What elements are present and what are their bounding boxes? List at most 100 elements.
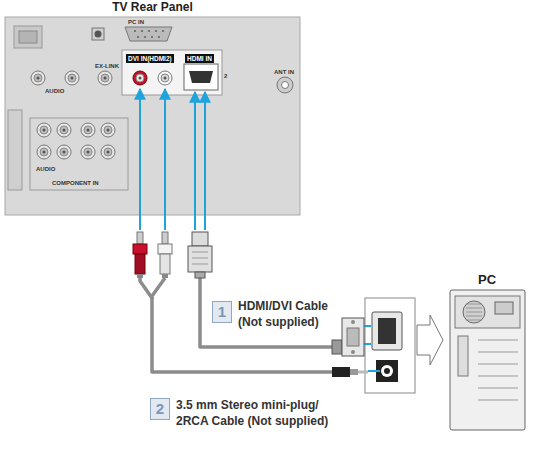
pc-tower <box>455 296 520 328</box>
rca-jack <box>81 145 95 159</box>
pc-tower <box>466 304 482 305</box>
pc-tower <box>466 316 482 317</box>
callout-box: 2 <box>150 398 170 420</box>
pc-in-ports <box>134 30 164 38</box>
pc-tower <box>466 312 482 313</box>
pc-tower <box>450 290 525 430</box>
pc-tower <box>466 304 482 320</box>
pc-tower <box>478 352 518 353</box>
rca-jack <box>81 123 95 137</box>
pc-tower <box>478 400 518 401</box>
hdmi-plug <box>192 232 208 246</box>
tv-panel <box>5 17 300 215</box>
dvi-plug <box>332 318 364 356</box>
pc-in-ports <box>92 27 172 41</box>
rca-plug <box>137 274 143 278</box>
insert-arrow <box>368 370 380 372</box>
pc-in-ports <box>125 27 172 41</box>
pc-tower <box>495 302 513 314</box>
hdmi-plug <box>188 232 212 278</box>
insert-arrow <box>139 89 141 230</box>
pc-tower <box>478 340 518 341</box>
pc-in-ports <box>148 30 150 32</box>
mini-plug <box>332 367 350 377</box>
hdmi-plug <box>192 258 208 259</box>
port-label: AUDIO <box>36 166 55 173</box>
pc-in-ports <box>137 36 139 38</box>
port-label: COMPONENT IN <box>52 180 99 187</box>
rca-jack <box>57 145 71 159</box>
dvi-plug <box>347 328 359 346</box>
rca-jack <box>37 145 51 159</box>
pc-rear-closeup <box>365 298 415 393</box>
rca-plug <box>135 254 145 274</box>
pc-tower <box>466 308 482 309</box>
hdmi-port <box>184 64 218 90</box>
rca-jack <box>57 123 71 137</box>
insert-arrow <box>140 89 380 371</box>
pc-tower <box>478 388 518 389</box>
port-label: HDMI IN <box>185 54 214 63</box>
rca-plug <box>133 244 147 254</box>
insert-arrow <box>364 343 371 345</box>
hdmi-port <box>189 71 213 83</box>
insert-arrow <box>194 92 196 230</box>
tv-panel <box>14 26 42 48</box>
device-title: TV Rear Panel <box>5 0 300 14</box>
rca-jack <box>158 71 172 85</box>
hdmi-plug <box>192 252 208 253</box>
rca-plug <box>152 278 165 299</box>
device-title: PC <box>467 272 507 287</box>
mini-plug <box>350 369 358 375</box>
rca-jack <box>101 145 115 159</box>
rca-plug <box>158 244 172 254</box>
callout-number: 2 <box>156 401 164 417</box>
device-pc: PC <box>332 272 532 432</box>
port-label: DVI IN(HDMI2) <box>126 54 174 63</box>
rca-plug <box>162 232 168 244</box>
pc-rear-closeup <box>378 318 396 344</box>
pc-in-ports <box>134 30 136 32</box>
dvi-plug <box>351 320 355 324</box>
antenna-jack <box>277 77 293 93</box>
rca-jack <box>98 71 112 85</box>
port-label: AUDIO <box>45 88 64 95</box>
mini-plug <box>358 371 368 374</box>
rca-plug <box>162 274 168 278</box>
pc-rear-closeup <box>384 368 390 374</box>
pc-in-ports <box>162 30 164 32</box>
callout-box: 1 <box>212 301 232 323</box>
pc-in-ports <box>144 36 146 38</box>
pc-rear-closeup <box>417 315 443 365</box>
port-label: EX-LINK <box>95 63 119 70</box>
pc-in-ports <box>151 36 153 38</box>
port-number: 2 <box>224 73 227 80</box>
cable-label: 3.5 mm Stereo mini-plug/ 2RCA Cable (Not… <box>176 397 334 429</box>
antenna-jack <box>277 77 293 93</box>
rca-jack <box>31 71 172 159</box>
cable-label: HDMI/DVI Cable (Not supplied) <box>238 298 334 330</box>
pc-tower <box>478 364 518 365</box>
pc-rear-closeup <box>372 312 402 350</box>
port-label: ANT IN <box>274 69 294 76</box>
rca-jack <box>101 123 115 137</box>
tv-panel <box>5 17 300 215</box>
dvi-plug <box>332 340 342 354</box>
pc-tower <box>478 376 518 377</box>
rca-plug <box>133 232 172 299</box>
pc-tower <box>450 290 525 430</box>
hdmi-plug <box>192 264 208 265</box>
pc-tower <box>478 340 518 400</box>
insert-arrow <box>364 325 371 327</box>
mini-plug <box>332 367 368 377</box>
pc-in-ports <box>141 30 143 32</box>
hdmi-plug <box>195 272 205 278</box>
pc-in-ports <box>155 30 157 32</box>
antenna-jack <box>282 82 289 89</box>
dvi-plug <box>351 350 355 354</box>
pc-rear-closeup <box>365 298 443 393</box>
rca-jack <box>37 123 51 137</box>
